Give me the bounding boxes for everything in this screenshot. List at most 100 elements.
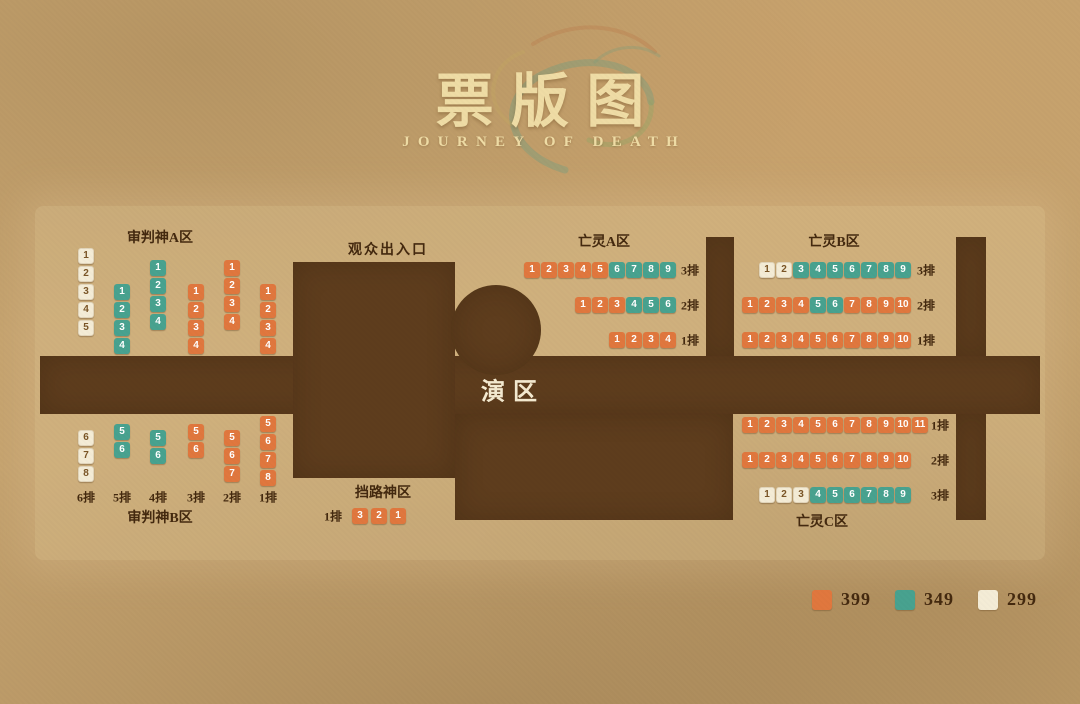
seat[interactable]: 9	[895, 487, 911, 503]
seat[interactable]: 3	[188, 320, 204, 336]
seat[interactable]: 6	[78, 430, 94, 446]
seat[interactable]: 2	[224, 278, 240, 294]
seat[interactable]: 5	[827, 262, 843, 278]
seat[interactable]: 3	[114, 320, 130, 336]
seat[interactable]: 5	[810, 297, 826, 313]
seat[interactable]: 1	[260, 284, 276, 300]
seat[interactable]: 8	[878, 487, 894, 503]
seat[interactable]: 3	[793, 487, 809, 503]
seat[interactable]: 6	[114, 442, 130, 458]
seat[interactable]: 5	[827, 487, 843, 503]
seat[interactable]: 8	[861, 452, 877, 468]
seat[interactable]: 5	[78, 320, 94, 336]
seat[interactable]: 4	[660, 332, 676, 348]
seat[interactable]: 8	[861, 332, 877, 348]
seat[interactable]: 8	[861, 297, 877, 313]
seat[interactable]: 1	[609, 332, 625, 348]
seat[interactable]: 2	[260, 302, 276, 318]
seat[interactable]: 5	[643, 297, 659, 313]
seat[interactable]: 1	[390, 508, 406, 524]
seat[interactable]: 5	[224, 430, 240, 446]
seat[interactable]: 4	[810, 487, 826, 503]
seat[interactable]: 8	[78, 466, 94, 482]
seat[interactable]: 4	[150, 314, 166, 330]
seat[interactable]: 11	[912, 417, 928, 433]
seat[interactable]: 1	[224, 260, 240, 276]
seat[interactable]: 2	[114, 302, 130, 318]
seat[interactable]: 4	[78, 302, 94, 318]
seat[interactable]: 2	[759, 332, 775, 348]
seat[interactable]: 1	[150, 260, 166, 276]
seat[interactable]: 2	[776, 262, 792, 278]
seat[interactable]: 1	[742, 452, 758, 468]
seat[interactable]: 6	[188, 442, 204, 458]
seat[interactable]: 9	[878, 417, 894, 433]
seat[interactable]: 9	[895, 262, 911, 278]
seat[interactable]: 3	[776, 332, 792, 348]
seat[interactable]: 2	[759, 452, 775, 468]
seat[interactable]: 1	[759, 262, 775, 278]
seat[interactable]: 10	[895, 452, 911, 468]
seat[interactable]: 6	[150, 448, 166, 464]
seat[interactable]: 6	[827, 452, 843, 468]
seat[interactable]: 3	[643, 332, 659, 348]
seat[interactable]: 4	[224, 314, 240, 330]
seat[interactable]: 5	[592, 262, 608, 278]
seat[interactable]: 4	[793, 297, 809, 313]
seat[interactable]: 6	[660, 297, 676, 313]
seat[interactable]: 9	[878, 297, 894, 313]
seat[interactable]: 6	[827, 417, 843, 433]
seat[interactable]: 4	[575, 262, 591, 278]
seat[interactable]: 8	[878, 262, 894, 278]
seat[interactable]: 7	[844, 417, 860, 433]
seat[interactable]: 6	[844, 262, 860, 278]
seat[interactable]: 3	[558, 262, 574, 278]
seat[interactable]: 7	[861, 487, 877, 503]
seat[interactable]: 4	[260, 338, 276, 354]
seat[interactable]: 1	[742, 297, 758, 313]
seat[interactable]: 10	[895, 417, 911, 433]
seat[interactable]: 1	[524, 262, 540, 278]
seat[interactable]: 2	[78, 266, 94, 282]
seat[interactable]: 3	[352, 508, 368, 524]
seat[interactable]: 3	[776, 452, 792, 468]
seat[interactable]: 1	[759, 487, 775, 503]
seat[interactable]: 7	[626, 262, 642, 278]
seat[interactable]: 1	[78, 248, 94, 264]
seat[interactable]: 2	[541, 262, 557, 278]
seat[interactable]: 4	[793, 417, 809, 433]
seat[interactable]: 5	[810, 417, 826, 433]
seat[interactable]: 6	[609, 262, 625, 278]
seat[interactable]: 2	[759, 297, 775, 313]
seat[interactable]: 6	[827, 297, 843, 313]
seat[interactable]: 9	[878, 452, 894, 468]
seat[interactable]: 3	[224, 296, 240, 312]
seat[interactable]: 4	[114, 338, 130, 354]
seat[interactable]: 8	[643, 262, 659, 278]
seat[interactable]: 5	[260, 416, 276, 432]
seat[interactable]: 6	[224, 448, 240, 464]
seat[interactable]: 8	[260, 470, 276, 486]
seat[interactable]: 1	[114, 284, 130, 300]
seat[interactable]: 7	[260, 452, 276, 468]
seat[interactable]: 5	[114, 424, 130, 440]
seat[interactable]: 7	[78, 448, 94, 464]
seat[interactable]: 3	[260, 320, 276, 336]
seat[interactable]: 7	[861, 262, 877, 278]
seat[interactable]: 8	[861, 417, 877, 433]
seat[interactable]: 1	[188, 284, 204, 300]
seat[interactable]: 6	[827, 332, 843, 348]
seat[interactable]: 4	[793, 332, 809, 348]
seat[interactable]: 3	[609, 297, 625, 313]
seat[interactable]: 10	[895, 332, 911, 348]
seat[interactable]: 3	[78, 284, 94, 300]
seat[interactable]: 1	[742, 332, 758, 348]
seat[interactable]: 2	[759, 417, 775, 433]
seat[interactable]: 2	[626, 332, 642, 348]
seat[interactable]: 9	[878, 332, 894, 348]
seat[interactable]: 2	[150, 278, 166, 294]
seat[interactable]: 3	[776, 297, 792, 313]
seat[interactable]: 7	[844, 297, 860, 313]
seat[interactable]: 2	[592, 297, 608, 313]
seat[interactable]: 1	[575, 297, 591, 313]
